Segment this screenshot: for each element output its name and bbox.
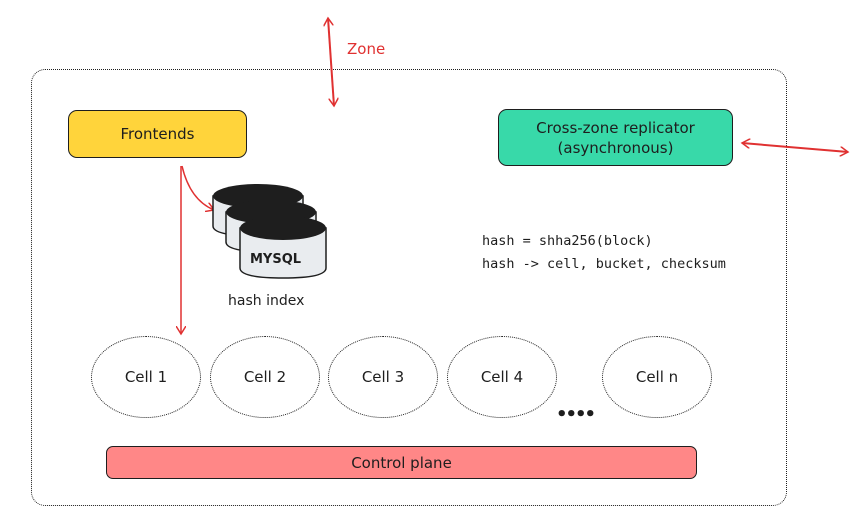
cell-1: Cell 1 <box>91 336 201 418</box>
frontends-box: Frontends <box>68 110 247 158</box>
cross-zone-replicator-box: Cross-zone replicator (asynchronous) <box>498 109 733 166</box>
note-line: hash = shha256(block) <box>482 233 653 249</box>
zone-boundary <box>31 69 787 506</box>
mysql-database-icon <box>212 184 327 279</box>
zone-crossing-arrow <box>328 18 334 106</box>
replicator-sublabel: (asynchronous) <box>557 138 674 157</box>
more-cells-ellipsis: •••• <box>556 404 596 425</box>
cell-3: Cell 3 <box>328 336 438 418</box>
mysql-label: MYSQL <box>250 252 302 267</box>
cell-2: Cell 2 <box>210 336 320 418</box>
cell-n: Cell n <box>602 336 712 418</box>
frontends-label: Frontends <box>120 125 195 143</box>
cross-zone-arrow <box>742 143 848 152</box>
frontends-to-db-arrow <box>181 165 214 210</box>
note-line: hash -> cell, bucket, checksum <box>482 256 726 272</box>
zone-label: Zone <box>347 40 386 58</box>
control-plane-label: Control plane <box>351 453 452 472</box>
hash-index-caption: hash index <box>228 293 305 309</box>
cell-4: Cell 4 <box>447 336 557 418</box>
hash-notes: hash = shha256(block) hash -> cell, buck… <box>482 230 726 276</box>
control-plane-bar: Control plane <box>106 446 697 479</box>
replicator-label: Cross-zone replicator <box>536 118 695 137</box>
